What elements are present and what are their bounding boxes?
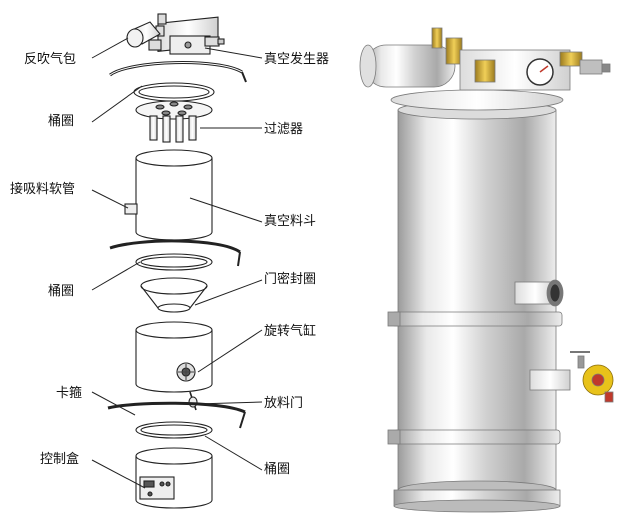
discharge-door bbox=[188, 391, 198, 411]
suction-inlet bbox=[514, 279, 564, 307]
discharge-valve bbox=[529, 351, 614, 403]
leader-lines bbox=[91, 37, 263, 489]
vacuum-generator-block bbox=[459, 49, 611, 91]
rotary-cylinder-section bbox=[135, 321, 213, 393]
clamp-hoop bbox=[107, 401, 246, 439]
label-barrel-ring-middle: 桶圈 bbox=[48, 284, 75, 299]
barrel-ring-middle bbox=[109, 239, 241, 271]
label-control-box: 控制盒 bbox=[40, 452, 80, 467]
top-air-tank bbox=[359, 27, 463, 88]
exploded-view bbox=[91, 13, 263, 509]
filter-assembly bbox=[135, 100, 213, 143]
clamp-band-lower bbox=[393, 429, 561, 445]
label-filter: 过滤器 bbox=[264, 122, 304, 137]
label-barrel-ring-bottom: 桶圈 bbox=[264, 462, 291, 477]
barrel-ring-top bbox=[109, 61, 247, 102]
label-rotary-cylinder: 旋转气缸 bbox=[264, 324, 317, 339]
label-discharge-door: 放料门 bbox=[264, 396, 304, 411]
vacuum-hopper bbox=[124, 149, 213, 241]
assembled-vacuum-loader bbox=[359, 27, 614, 513]
label-clamp-hoop: 卡箍 bbox=[56, 386, 83, 401]
label-vacuum-hopper: 真空料斗 bbox=[264, 214, 317, 229]
label-vacuum-generator: 真空发生器 bbox=[264, 52, 330, 67]
top-lid bbox=[390, 89, 564, 111]
clamp-band-upper bbox=[391, 311, 563, 327]
label-reverse-blow-tank: 反吹气包 bbox=[24, 52, 77, 67]
control-box-base bbox=[135, 447, 213, 509]
vacuum-generator-assembly bbox=[155, 16, 225, 55]
label-door-seal-ring: 门密封圈 bbox=[264, 272, 317, 287]
reverse-blow-tank bbox=[126, 13, 167, 51]
label-suction-hose: 接吸料软管 bbox=[10, 182, 76, 197]
door-seal-ring bbox=[140, 277, 208, 313]
label-barrel-ring-top: 桶圈 bbox=[48, 114, 75, 129]
